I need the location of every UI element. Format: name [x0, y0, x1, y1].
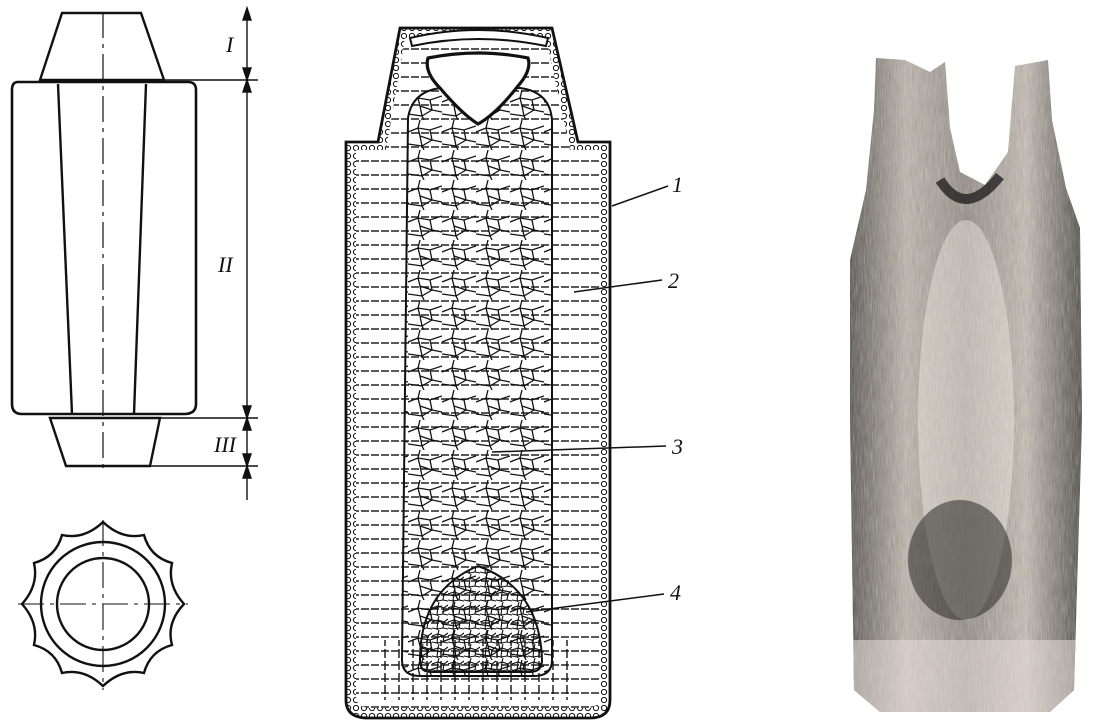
- mold-body: [12, 82, 196, 414]
- mold-bottom-cap: [50, 418, 160, 466]
- zone-label-bottom: III: [213, 432, 238, 457]
- zone-label-middle: II: [217, 252, 234, 277]
- callout-label-4: 4: [670, 580, 681, 605]
- photo-bottom-face: [846, 640, 1086, 720]
- mold-rib-right: [134, 84, 146, 414]
- leader-1: [612, 186, 668, 206]
- callout-label-3: 3: [671, 434, 683, 459]
- callout-label-1: 1: [672, 172, 683, 197]
- ingot-section-drawing: [346, 28, 610, 718]
- zone-label-top: I: [225, 32, 235, 57]
- mold-plan-view: [18, 520, 188, 690]
- mold-top-cap: [40, 13, 164, 80]
- callout-label-2: 2: [668, 268, 679, 293]
- ingot-macro-photo: [846, 50, 1086, 720]
- mold-rib-left: [58, 84, 72, 414]
- photo-dark-cone: [908, 500, 1012, 620]
